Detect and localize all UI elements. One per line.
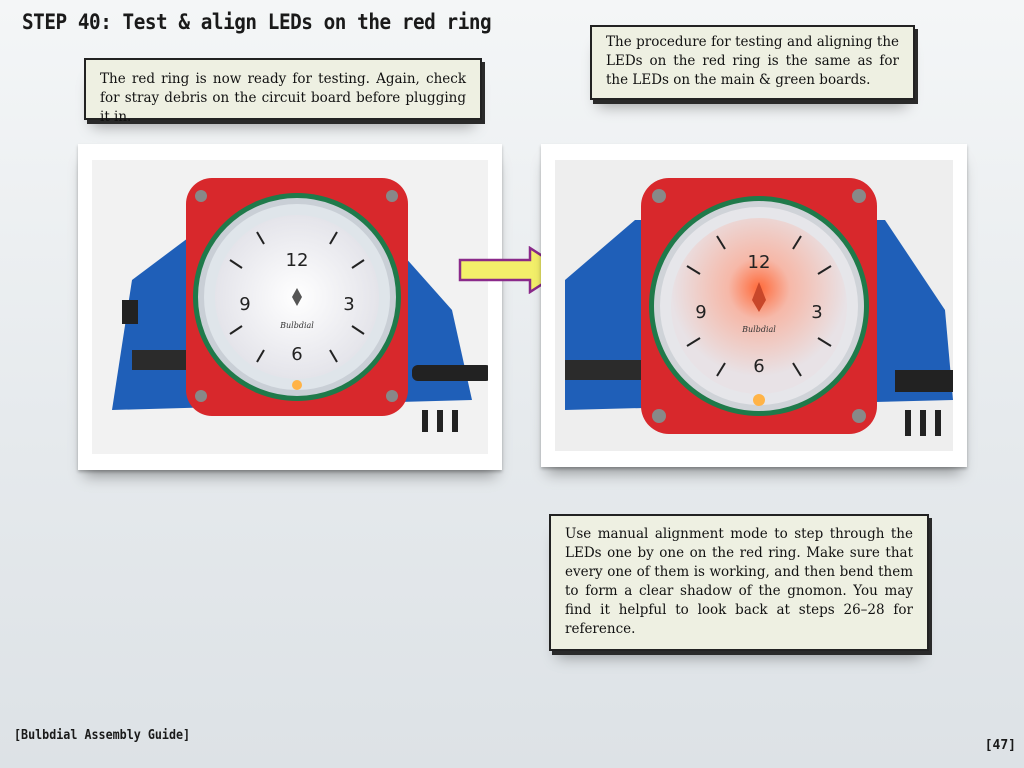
numeral-9: 9 [239,294,250,315]
brand-mark: Bulbdial [279,321,314,330]
page-number: [47] [984,738,1016,753]
intro-note: The red ring is now ready for testing. A… [84,58,482,125]
hour-ticks [229,231,365,363]
hour-ticks [686,235,832,377]
numeral-6: 6 [753,356,764,377]
gnomon [292,288,302,306]
lit-led [292,380,302,390]
power-jack [412,365,488,381]
procedure-note: The procedure for testing and aligning t… [590,25,915,100]
gnomon [752,282,766,312]
brand-mark: Bulbdial [741,325,776,334]
lit-led [753,394,765,406]
numeral-3: 3 [811,302,822,323]
footer-guide-title: [Bulbdial Assembly Guide] [14,728,191,743]
clock-photo-lit: 12 3 6 9 Bulbdial [555,160,953,451]
photo-ring-lit: 12 3 6 9 Bulbdial [541,144,967,467]
clock-photo-unlit: 12 3 6 9 Bulbdial [92,160,488,454]
photo-ring-unlit: 12 3 6 9 Bulbdial [78,144,502,470]
slide-title: STEP 40: Test & align LEDs on the red ri… [22,10,492,34]
numeral-9: 9 [695,302,706,323]
header-pins [122,300,138,324]
numeral-12: 12 [286,250,309,271]
alignment-note: Use manual alignment mode to step throug… [549,514,929,651]
numeral-12: 12 [748,252,771,273]
numeral-6: 6 [291,344,302,365]
numeral-3: 3 [343,294,354,315]
